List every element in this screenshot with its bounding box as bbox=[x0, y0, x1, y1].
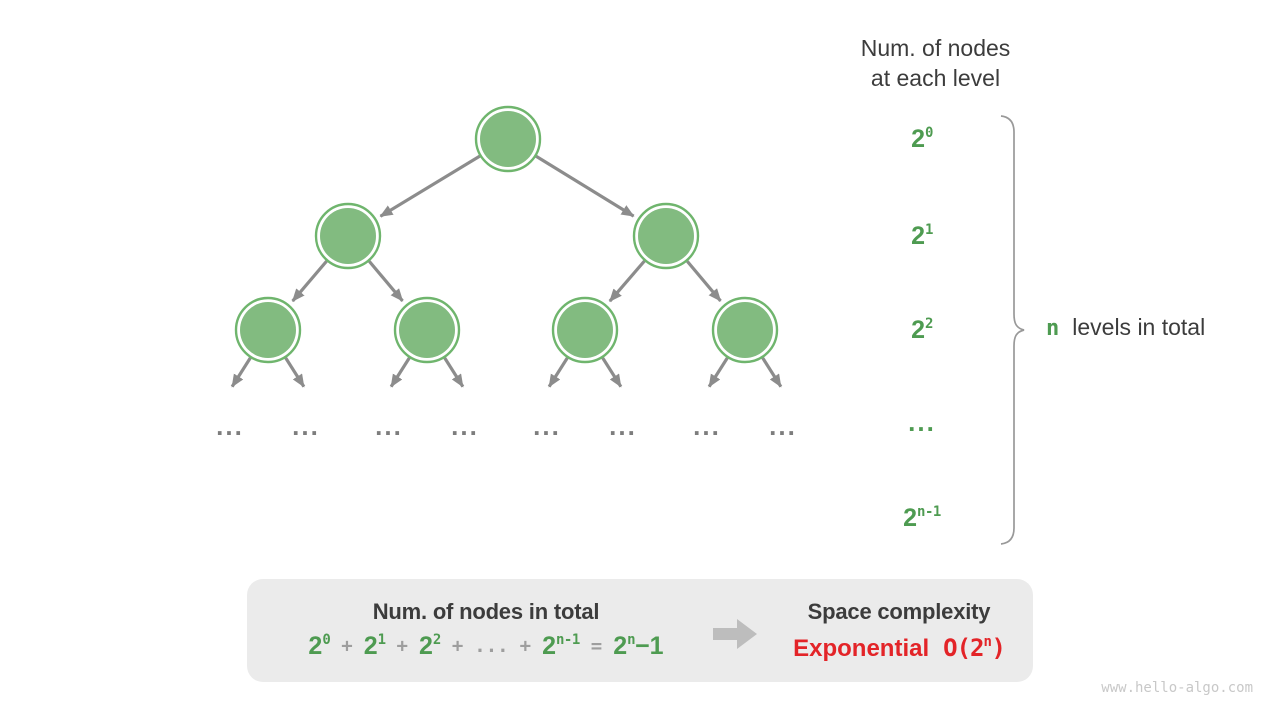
formula-term: 20 bbox=[308, 632, 331, 660]
formula-operator: + bbox=[519, 635, 532, 657]
tree-node bbox=[557, 302, 613, 358]
tree-node bbox=[399, 302, 455, 358]
brace bbox=[1000, 115, 1025, 545]
tree-node bbox=[240, 302, 296, 358]
tree-stub-edge bbox=[761, 357, 783, 388]
complexity-result: Exponential O(2n) bbox=[769, 634, 1029, 663]
tree-ellipsis: ... bbox=[451, 411, 479, 441]
header-title: Num. of nodes at each level bbox=[808, 33, 1063, 93]
tree-edge bbox=[368, 260, 404, 302]
tree-edge bbox=[608, 259, 646, 303]
tree-ellipsis: ... bbox=[292, 411, 320, 441]
total-nodes-title: Num. of nodes in total bbox=[372, 599, 600, 624]
formula-operator: ... bbox=[474, 635, 509, 657]
formula-term: 22 bbox=[419, 632, 441, 660]
complexity-class-label: Exponential bbox=[793, 635, 930, 662]
header-line1: Num. of nodes bbox=[860, 35, 1011, 61]
tree-stub-edge bbox=[284, 357, 306, 388]
level-count-label: 22 bbox=[911, 316, 933, 344]
formula-term: 2n-1 bbox=[542, 632, 580, 660]
tree-node bbox=[480, 111, 536, 167]
summary-box: Num. of nodes in total 20 +21 +22 +... +2n-1… bbox=[247, 579, 1033, 682]
header-line2: at each level bbox=[870, 65, 1001, 91]
tree-stub-edge bbox=[707, 357, 729, 388]
tree-edge bbox=[686, 260, 722, 302]
total-nodes-section: Num. of nodes in total 20 +21 +22 +... +2n-1… bbox=[247, 579, 725, 682]
big-o-notation: O(2n) bbox=[943, 634, 1006, 662]
n-variable: n bbox=[1046, 316, 1060, 341]
levels-total-label: n levels in total bbox=[1046, 314, 1205, 341]
level-count-label: 20 bbox=[911, 125, 933, 153]
space-complexity-section: Space complexity Exponential O(2n) bbox=[769, 579, 1029, 682]
tree-ellipsis: ... bbox=[769, 411, 797, 441]
level-count-label: ... bbox=[908, 407, 936, 437]
geometric-sum-formula: 20 +21 +22 +... +2n-1 = 2n−1 bbox=[247, 632, 725, 661]
tree-ellipsis: ... bbox=[533, 411, 561, 441]
watermark: www.hello-algo.com bbox=[1101, 680, 1253, 696]
formula-term: 21 bbox=[363, 632, 386, 660]
tree-ellipsis: ... bbox=[375, 411, 403, 441]
formula-operator: = bbox=[590, 635, 603, 657]
formula-term: 2n−1 bbox=[613, 632, 664, 660]
formula-operator: + bbox=[396, 635, 408, 657]
tree-stub-edge bbox=[443, 357, 465, 388]
tree-stub-edge bbox=[547, 357, 569, 388]
tree-ellipsis: ... bbox=[216, 411, 244, 441]
tree-node bbox=[638, 208, 694, 264]
tree-edge bbox=[379, 154, 481, 218]
tree-edge bbox=[291, 260, 328, 303]
level-count-label: 21 bbox=[911, 222, 933, 250]
tree-node bbox=[320, 208, 376, 264]
level-count-label: 2n-1 bbox=[903, 504, 941, 532]
right-arrow-icon bbox=[713, 619, 757, 649]
tree-ellipsis: ... bbox=[609, 411, 637, 441]
formula-operator: + bbox=[341, 635, 353, 657]
levels-total-text: levels in total bbox=[1072, 314, 1206, 340]
space-complexity-title: Space complexity bbox=[807, 599, 991, 624]
formula-operator: + bbox=[451, 635, 464, 657]
tree-stub-edge bbox=[601, 357, 623, 388]
tree-edge bbox=[535, 154, 635, 218]
tree-ellipsis: ... bbox=[693, 411, 721, 441]
tree-stub-edge bbox=[389, 357, 411, 388]
tree-stub-edge bbox=[230, 357, 252, 388]
tree-node bbox=[717, 302, 773, 358]
